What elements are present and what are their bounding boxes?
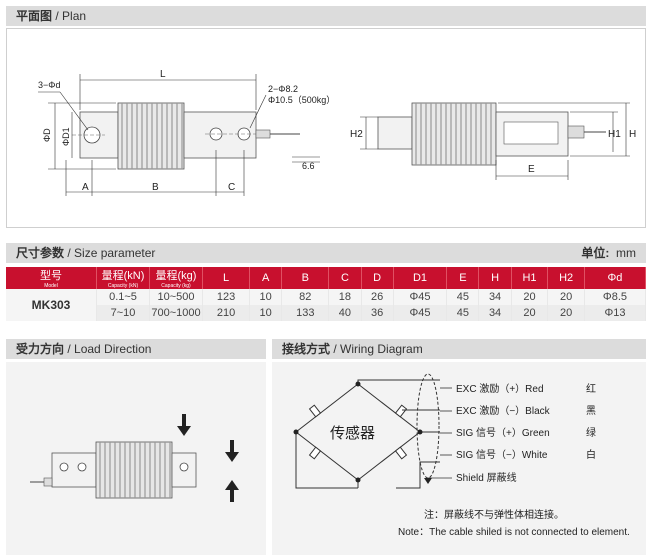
sensor-label: 传感器 — [330, 425, 375, 442]
cell-L: 210 — [202, 305, 251, 321]
dim-3d: 3−Φd — [38, 80, 60, 90]
plan-header: 平面图 / Plan — [6, 6, 646, 26]
cell-D: 36 — [361, 305, 394, 321]
wiring-panel — [272, 362, 646, 555]
dim-A: A — [82, 182, 89, 193]
dim-L: L — [160, 69, 166, 80]
plan-title-cn: 平面图 — [16, 9, 53, 23]
cell-d: Φ13 — [584, 305, 647, 321]
wiring-title-cn: 接线方式 — [282, 342, 331, 356]
th-A: A — [249, 267, 283, 289]
wire-sig-neg-cn: 白 — [586, 448, 596, 461]
wire-exc-neg-cn: 黑 — [586, 405, 596, 417]
th-D: D — [361, 267, 394, 289]
arrow-down-icon — [225, 440, 239, 462]
size-title-en: Size parameter — [74, 246, 156, 260]
dim-6-6: 6.6 — [302, 161, 315, 171]
load-title-cn: 受力方向 — [16, 342, 65, 356]
cell-model: MK303 — [6, 289, 97, 321]
note-en: Note：The cable shiled is not connected t… — [398, 527, 630, 538]
dim-phi82: 2−Φ8.2 — [268, 84, 298, 94]
bellows-left — [121, 103, 183, 169]
cell-kg: 700~1000 — [149, 305, 203, 321]
th-d: Φd — [584, 267, 647, 289]
cell-H2: 20 — [547, 305, 585, 321]
cell-B: 82 — [281, 289, 330, 305]
th-H1: H1 — [511, 267, 549, 289]
cell-L: 123 — [202, 289, 251, 305]
wire-sig-pos: SIG 信号（+）Green — [456, 427, 550, 439]
cell-C: 40 — [328, 305, 362, 321]
wire-exc-pos: EXC 激励（+）Red — [456, 382, 544, 395]
arrow-down-icon — [177, 414, 191, 436]
cell-kn: 7~10 — [96, 305, 150, 321]
dim-H2: H2 — [350, 129, 363, 140]
th-cap-kg: 量程(kg)Capacity (kg) — [149, 267, 203, 289]
dim-H1: H1 — [608, 129, 621, 140]
cell-H2: 20 — [547, 289, 585, 305]
th-cap-kn: 量程(kN)Capacity (kN) — [96, 267, 150, 289]
cell-kg: 10~500 — [149, 289, 203, 305]
wire-exc-neg: EXC 激励（−）Black — [456, 404, 551, 417]
size-title-cn: 尺寸参数 — [16, 246, 65, 260]
load-cell-side-view — [30, 441, 197, 499]
th-H: H — [478, 267, 512, 289]
wiring-title-en: Wiring Diagram — [340, 342, 423, 356]
cell-H: 34 — [478, 305, 512, 321]
th-C: C — [328, 267, 362, 289]
ground-icon — [424, 478, 432, 484]
wiring-header: 接线方式 / Wiring Diagram — [272, 339, 646, 359]
wire-shield: Shield 屏蔽线 — [456, 471, 517, 484]
cell-H1: 20 — [511, 289, 549, 305]
plan-title-en: Plan — [62, 9, 87, 23]
cell-B: 133 — [281, 305, 330, 321]
th-L: L — [202, 267, 251, 289]
cell-C: 18 — [328, 289, 362, 305]
arrow-up-icon — [225, 480, 239, 502]
dim-phiD1: ΦD1 — [61, 127, 71, 146]
table-row: 7~10 700~1000 210 10 133 40 36 Φ45 45 34… — [6, 305, 647, 321]
unit-en: mm — [616, 246, 636, 260]
th-E: E — [446, 267, 480, 289]
wire-sig-neg: SIG 信号（−）White — [456, 449, 548, 461]
wire-sig-pos-cn: 绿 — [586, 426, 596, 439]
wire-exc-pos-cn: 红 — [586, 382, 596, 395]
th-H2: H2 — [547, 267, 585, 289]
table-row: MK303 0.1~5 10~500 123 10 82 18 26 Φ45 4… — [6, 289, 647, 321]
note-cn: 注：屏蔽线不与弹性体相连接。 — [424, 508, 564, 521]
bellows-right — [415, 103, 492, 165]
th-D1: D1 — [393, 267, 448, 289]
cell-D: 26 — [361, 289, 394, 305]
unit-label: 单位: mm — [581, 243, 636, 263]
dim-H: H — [629, 129, 636, 140]
size-header: 尺寸参数 / Size parameter 单位: mm — [6, 243, 646, 263]
cell-kn: 0.1~5 — [96, 289, 150, 305]
shield-ellipse — [416, 373, 440, 479]
dim-B: B — [152, 182, 159, 193]
dim-phiD: ΦD — [42, 128, 52, 142]
cell-H1: 20 — [511, 305, 549, 321]
cell-A: 10 — [249, 305, 283, 321]
dim-phi105: Φ10.5（500kg） — [268, 95, 335, 105]
dim-E: E — [528, 164, 535, 175]
cell-E: 45 — [446, 289, 480, 305]
cell-D1: Φ45 — [393, 305, 448, 321]
load-header: 受力方向 / Load Direction — [6, 339, 266, 359]
load-title-en: Load Direction — [74, 342, 152, 356]
cell-A: 10 — [249, 289, 283, 305]
cell-H: 34 — [478, 289, 512, 305]
dim-C: C — [228, 182, 235, 193]
cell-E: 45 — [446, 305, 480, 321]
unit-cn: 单位: — [581, 246, 610, 260]
th-B: B — [281, 267, 330, 289]
cell-D1: Φ45 — [393, 289, 448, 305]
cell-d: Φ8.5 — [584, 289, 647, 305]
